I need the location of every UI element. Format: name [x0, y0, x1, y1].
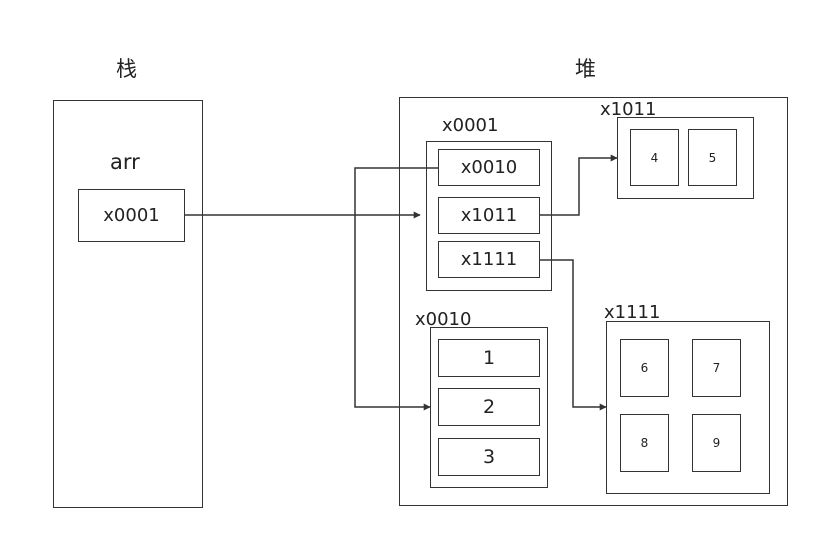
array-x1011-cell-0: 4 — [630, 129, 679, 186]
array-x1111-cell-2: 8 — [620, 414, 669, 472]
array-x1111-cell-3-value: 9 — [712, 436, 721, 450]
array-x1111-cell-1-value: 7 — [712, 361, 721, 375]
array-x0010-cell-2-value: 3 — [482, 446, 496, 468]
outer-array-cell-1: x1011 — [438, 197, 540, 234]
heap-heading: 堆 — [575, 57, 596, 81]
array-x1111-cell-0-value: 6 — [640, 361, 649, 375]
array-x0010-cell-2: 3 — [438, 438, 540, 476]
outer-array-cell-2: x1111 — [438, 241, 540, 278]
arrow-x1011-cell-to-array — [540, 154, 618, 216]
array-x1111-address: x1111 — [604, 302, 661, 323]
stack-reference-cell: x0001 — [78, 189, 185, 242]
arrow-x0010-cell-to-array — [354, 167, 439, 411]
array-x1111-cell-3: 9 — [692, 414, 741, 472]
outer-array-cell-2-value: x1111 — [460, 249, 518, 270]
array-x0010-cell-0: 1 — [438, 339, 540, 377]
array-x1111-cell-1: 7 — [692, 339, 741, 397]
array-x1111-cell-2-value: 8 — [640, 436, 649, 450]
array-x1011-address: x1011 — [600, 99, 657, 120]
stack-variable-name: arr — [110, 150, 140, 174]
array-x1011-cell-1-value: 5 — [708, 150, 717, 165]
outer-array-address: x0001 — [442, 115, 499, 136]
outer-array-cell-0: x0010 — [438, 149, 540, 186]
stack-heading: 栈 — [116, 57, 137, 81]
array-x1011-cell-1: 5 — [688, 129, 737, 186]
outer-array-cell-0-value: x0010 — [460, 157, 518, 178]
stack-reference-value: x0001 — [103, 205, 160, 226]
stack-frame — [53, 100, 203, 508]
array-x1011-cell-0-value: 4 — [650, 150, 659, 165]
array-x0010-cell-0-value: 1 — [482, 347, 496, 369]
outer-array-cell-1-value: x1011 — [460, 205, 518, 226]
arrow-x1111-cell-to-array — [540, 259, 607, 411]
array-x0010-cell-1: 2 — [438, 388, 540, 426]
array-x1111-cell-0: 6 — [620, 339, 669, 397]
array-x0010-cell-1-value: 2 — [482, 396, 496, 418]
array-x0010-address: x0010 — [415, 309, 472, 330]
